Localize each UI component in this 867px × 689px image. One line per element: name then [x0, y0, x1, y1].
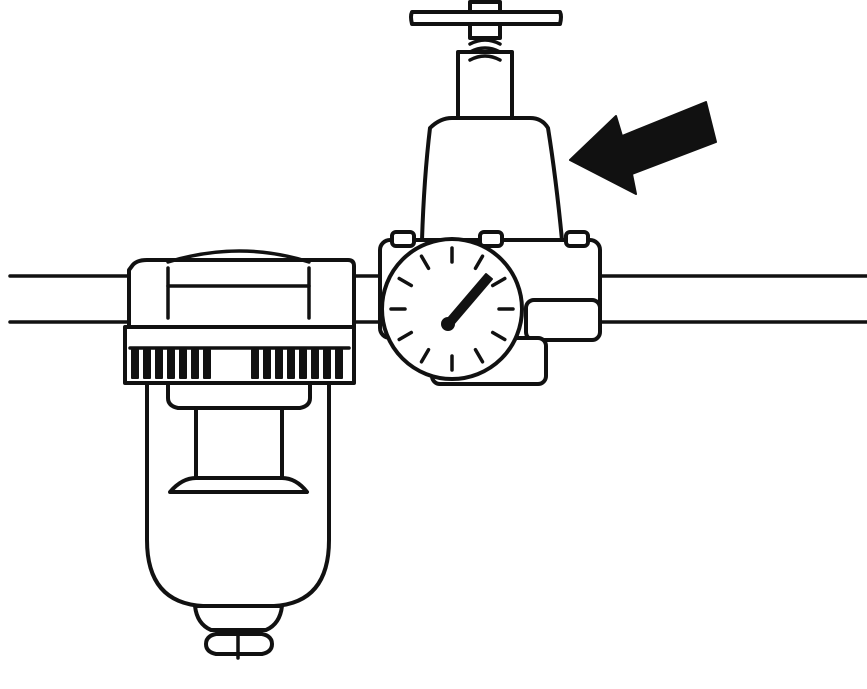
gauge-tick: [473, 254, 485, 271]
pressure-gauge: [380, 237, 524, 381]
gauge-ticks: [389, 246, 515, 372]
gauge-tick: [473, 347, 485, 364]
regulator-bolt-right: [564, 230, 590, 248]
gauge-hub: [441, 317, 455, 331]
filter-top-cap: [127, 258, 356, 329]
regulator-bonnet: [420, 116, 564, 242]
regulator-bolt-center: [478, 230, 504, 248]
filter-baffle: [168, 476, 309, 494]
filter-ring-grips: [128, 346, 351, 379]
filter-top-dome: [166, 249, 311, 264]
gauge-tick: [397, 330, 414, 342]
regulator-adjust-stem: [456, 50, 514, 120]
regulator-unit: [378, 0, 602, 386]
filter-unit: [123, 249, 356, 660]
pointer-arrow: [569, 101, 717, 195]
regulator-t-handle: [409, 10, 563, 26]
gauge-tick: [419, 347, 431, 364]
regulator-bolt-left: [390, 230, 416, 248]
gauge-tick: [397, 276, 414, 288]
gauge-tick: [490, 276, 507, 288]
filter-element-stem: [194, 406, 284, 480]
gauge-tick: [490, 330, 507, 342]
regulator-lower-block: [524, 298, 602, 342]
filter-drain-body: [193, 604, 284, 632]
filter-inner-collar: [166, 381, 312, 410]
gauge-tick: [419, 254, 431, 271]
